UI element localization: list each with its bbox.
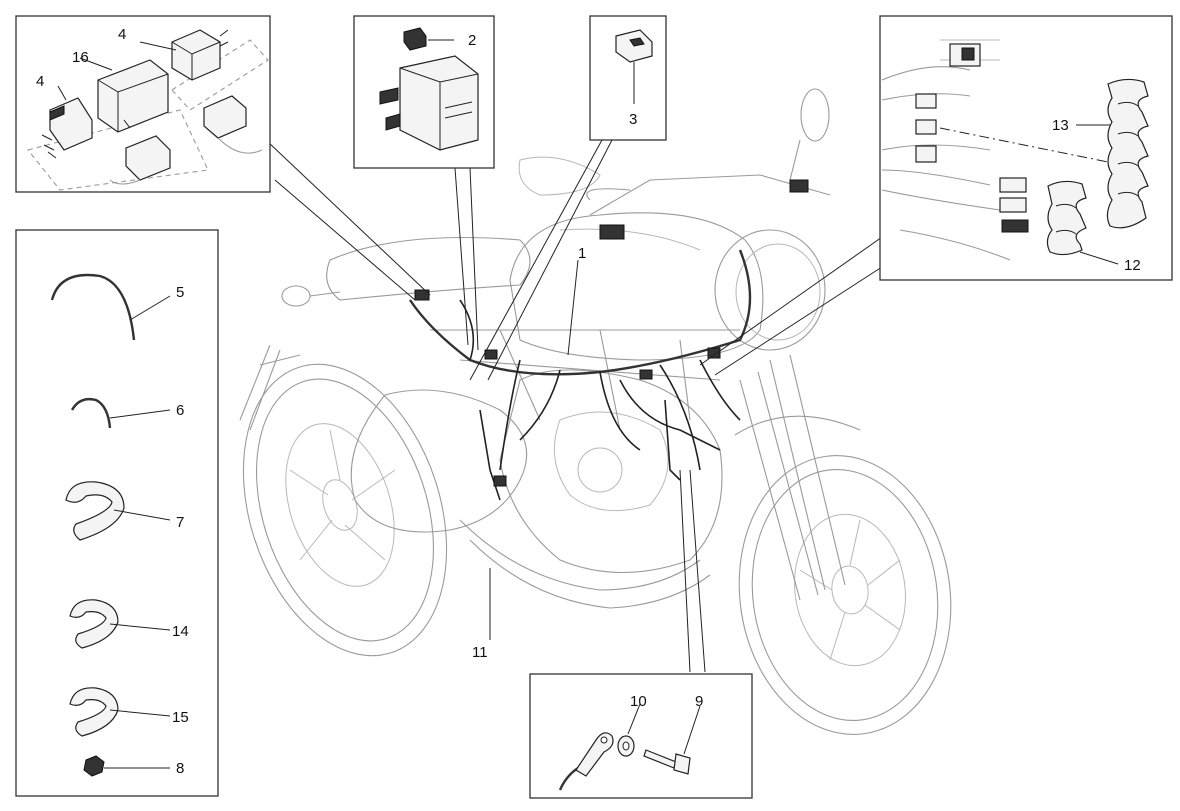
- callout-13: 13: [1052, 117, 1069, 134]
- callout-9: 9: [695, 693, 703, 710]
- detail-box-connectors: [879, 15, 1173, 281]
- callout-labels: 1 2 3 4 4 5 6 7 8 9 10 11 12 13 14 15 16: [36, 26, 1141, 777]
- callout-14: 14: [172, 623, 189, 640]
- callout-11: 11: [472, 644, 488, 661]
- callout-3: 3: [629, 111, 637, 128]
- cable-holder-part-13[interactable]: [1106, 78, 1149, 229]
- clamp-part-7[interactable]: [65, 481, 171, 541]
- relay-part-4-left[interactable]: [41, 97, 93, 159]
- callout-4-top: 4: [118, 26, 126, 43]
- detail-box-fuse: [353, 15, 495, 169]
- detail-box-relays: [15, 15, 271, 193]
- callout-1: 1: [578, 245, 586, 262]
- callout-7: 7: [176, 514, 184, 531]
- motorcycle-illustration: [239, 88, 952, 735]
- bolt-part-9[interactable]: [643, 705, 701, 775]
- callout-16: 16: [72, 49, 89, 66]
- callout-15: 15: [172, 709, 189, 726]
- callout-12: 12: [1124, 257, 1141, 274]
- clamp-part-14[interactable]: [69, 599, 171, 649]
- callout-4-left: 4: [36, 73, 44, 90]
- callout-10: 10: [630, 693, 647, 710]
- connector-part-3[interactable]: [615, 29, 653, 63]
- callout-5: 5: [176, 284, 184, 301]
- detail-box-ground: [529, 673, 753, 799]
- callout-2: 2: [468, 32, 476, 49]
- rear-wheel: [242, 363, 448, 657]
- detail-box-clamps: [15, 229, 219, 797]
- nut-part-8[interactable]: [83, 755, 170, 777]
- clamp-part-15[interactable]: [69, 687, 171, 737]
- relay-part-16[interactable]: [97, 59, 169, 133]
- cable-tie-part-5[interactable]: [50, 273, 171, 341]
- fuse-box[interactable]: [379, 55, 479, 151]
- front-wheel: [738, 455, 952, 735]
- cable-tie-part-6[interactable]: [70, 397, 171, 429]
- callout-6: 6: [176, 402, 184, 419]
- washer-part-10[interactable]: [617, 703, 641, 757]
- ground-cable[interactable]: [558, 732, 614, 791]
- leader-lines: [267, 139, 886, 673]
- callout-8: 8: [176, 760, 184, 777]
- relay-part-4-top[interactable]: [171, 29, 229, 81]
- fuse-part-2[interactable]: [403, 27, 454, 51]
- detail-box-part-3: [589, 15, 667, 141]
- cable-holder-part-12[interactable]: [1046, 180, 1087, 256]
